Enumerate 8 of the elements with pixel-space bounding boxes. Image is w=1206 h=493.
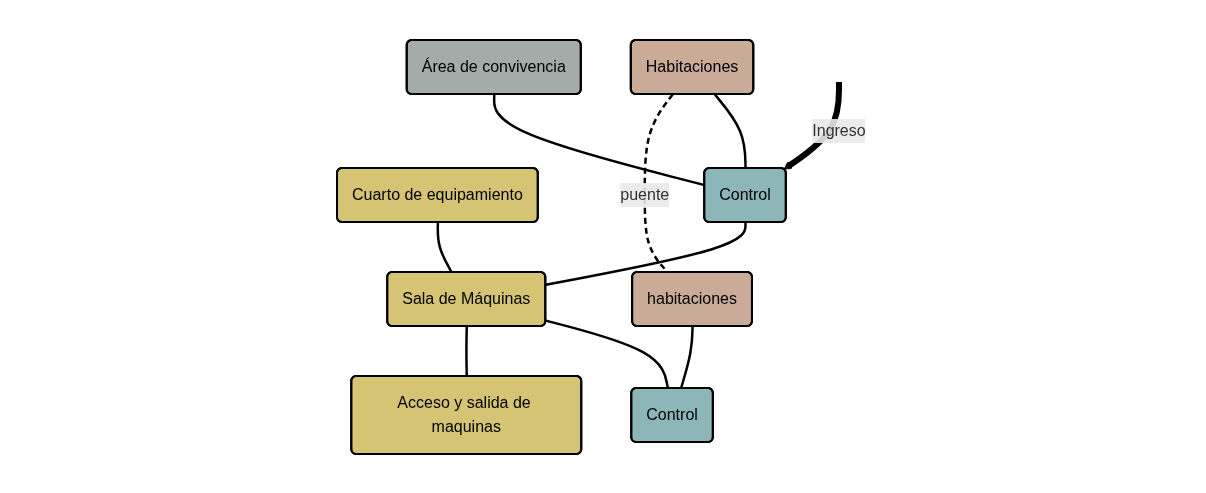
connector (545, 221, 747, 286)
connector (465, 325, 468, 376)
edge-label: puente (620, 185, 670, 203)
edge-label: Ingreso (812, 121, 866, 139)
connector (545, 318, 670, 389)
connector (713, 93, 747, 168)
connector (436, 221, 453, 273)
connector (679, 325, 694, 389)
